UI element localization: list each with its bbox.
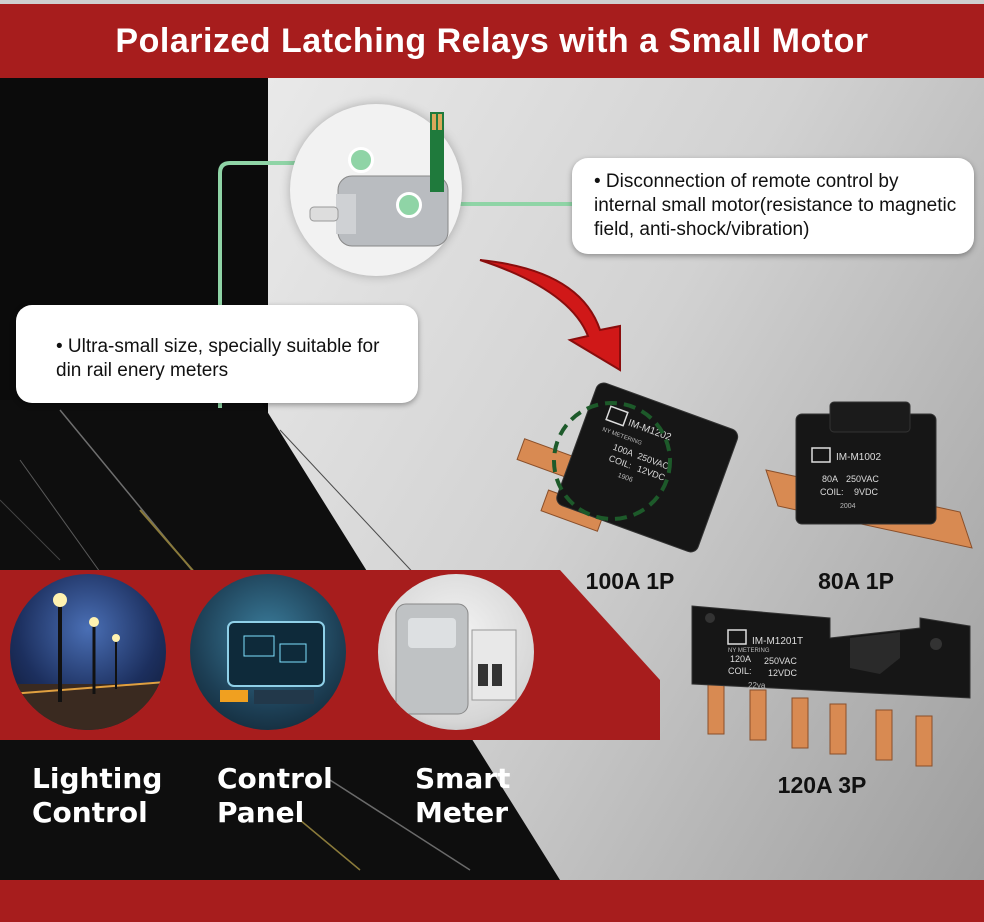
callout-dot xyxy=(348,147,374,173)
application-control-panel: Control Panel xyxy=(217,762,333,830)
application-smart-meter: Smart Meter xyxy=(415,762,510,830)
relay-80a-coil: 9VDC xyxy=(854,487,879,497)
motor-feature-callout: • Disconnection of remote control by int… xyxy=(572,158,974,254)
callout-dot xyxy=(396,192,422,218)
relay-120a-coil-label: COIL: xyxy=(728,666,752,676)
relay-120a-image: IM-M1201T NY METERING 120A 250VAC COIL: … xyxy=(691,605,971,767)
application-control-line2: Panel xyxy=(217,796,305,829)
red-arrow-icon xyxy=(479,259,621,372)
lighting-control-photo xyxy=(10,574,166,730)
motor-feature-text: • Disconnection of remote control by int… xyxy=(594,171,957,240)
relay-120a-model: IM-M1201T xyxy=(752,636,803,647)
relay-80a-image: IM-M1002 80A 250VAC COIL: 9VDC 2004 xyxy=(765,401,973,549)
footer-bar xyxy=(0,880,984,922)
relay-80a-code: 2004 xyxy=(840,503,856,510)
product-label-80a: 80A 1P xyxy=(818,568,894,594)
relay-120a-coil: 12VDC xyxy=(768,668,798,678)
size-feature-text: • Ultra-small size, specially suitable f… xyxy=(56,336,380,381)
relay-120a-code: 22ya xyxy=(748,681,766,690)
highlight-dashed-circle xyxy=(552,401,672,521)
relay-80a-model: IM-M1002 xyxy=(836,452,881,463)
size-feature-callout: • Ultra-small size, specially suitable f… xyxy=(16,305,418,403)
application-smart-line2: Meter xyxy=(415,796,509,829)
application-lighting-line1: Lighting xyxy=(32,762,163,795)
smart-meter-photo xyxy=(378,574,534,730)
relay-120a-brand: NY METERING xyxy=(728,648,770,654)
motor-icon xyxy=(309,112,449,247)
header-banner: Polarized Latching Relays with a Small M… xyxy=(0,0,984,78)
page-title: Polarized Latching Relays with a Small M… xyxy=(115,21,869,60)
relay-80a-rating: 80A xyxy=(822,474,838,484)
motor-image-circle xyxy=(290,104,462,276)
control-panel-photo xyxy=(190,574,346,730)
relay-80a-voltage: 250VAC xyxy=(846,474,879,484)
relay-100a-image: IM-M1202 NY METERING 100A 250VAC COIL: 1… xyxy=(516,382,739,553)
relay-80a-coil-label: COIL: xyxy=(820,487,844,497)
application-lighting-control: Lighting Control xyxy=(32,762,162,830)
application-lighting-line2: Control xyxy=(32,796,148,829)
relay-120a-voltage: 250VAC xyxy=(764,656,797,666)
product-label-120a: 120A 3P xyxy=(777,772,867,798)
application-control-line1: Control xyxy=(217,762,333,795)
relay-100a-code: 1906 xyxy=(617,472,634,484)
application-smart-line1: Smart xyxy=(415,762,511,795)
relay-120a-rating: 120A xyxy=(730,654,751,664)
product-label-100a: 100A 1P xyxy=(585,568,675,594)
